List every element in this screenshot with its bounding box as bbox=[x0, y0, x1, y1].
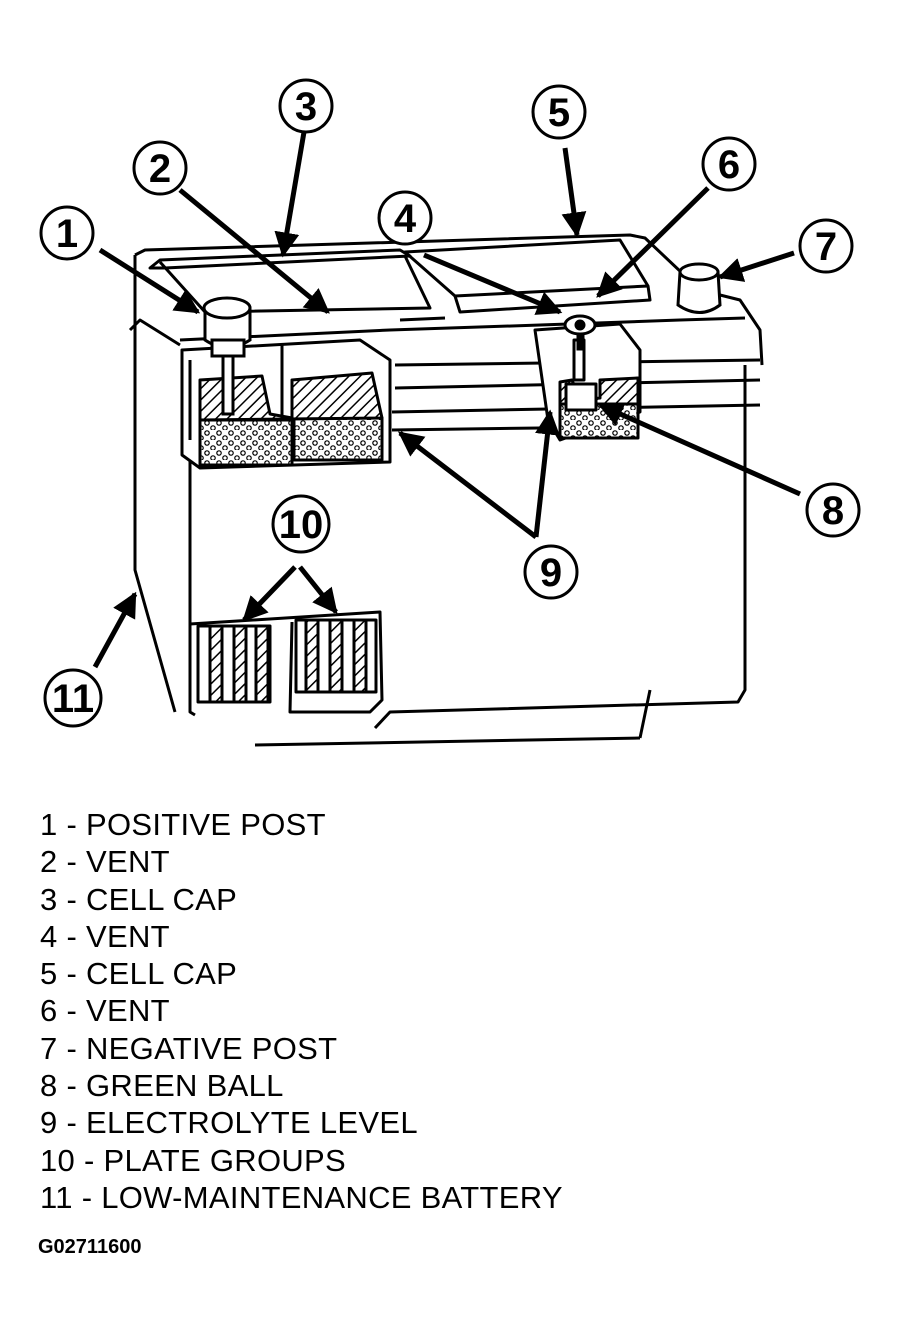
callout-2: 2 bbox=[132, 140, 188, 196]
figure-id: G02711600 bbox=[38, 1236, 142, 1258]
callout-3: 3 bbox=[278, 78, 334, 134]
callout-5-label: 5 bbox=[548, 91, 570, 135]
left-cell-cutaway bbox=[180, 338, 392, 470]
legend-item: 7 - NEGATIVE POST bbox=[40, 1030, 338, 1066]
callout-3-label: 3 bbox=[295, 85, 317, 129]
battery-diagram: 1 2 3 4 5 6 7 8 bbox=[39, 78, 861, 747]
legend-item: 6 - VENT bbox=[40, 993, 170, 1029]
callouts: 1 2 3 4 5 6 7 8 bbox=[39, 78, 861, 728]
callout-11: 11 bbox=[43, 668, 103, 728]
legend-item: 11 - LOW-MAINTENANCE BATTERY bbox=[40, 1179, 563, 1215]
indicator-cap bbox=[563, 314, 597, 351]
callout-1-label: 1 bbox=[56, 212, 78, 256]
callout-2-label: 2 bbox=[149, 147, 171, 191]
plate-groups bbox=[188, 610, 384, 714]
callout-10-label: 10 bbox=[279, 503, 324, 547]
negative-post bbox=[676, 262, 722, 314]
legend-item: 9 - ELECTROLYTE LEVEL bbox=[40, 1105, 418, 1141]
legend-item: 1 - POSITIVE POST bbox=[40, 807, 326, 842]
callout-6-label: 6 bbox=[718, 143, 740, 187]
callout-8: 8 bbox=[805, 482, 861, 538]
callout-9: 9 bbox=[523, 544, 579, 600]
callout-7-label: 7 bbox=[815, 225, 837, 269]
legend-item: 8 - GREEN BALL bbox=[40, 1068, 284, 1104]
legend-item: 5 - CELL CAP bbox=[40, 956, 238, 992]
callout-10: 10 bbox=[271, 494, 331, 554]
positive-post bbox=[202, 296, 252, 416]
callout-4-label: 4 bbox=[394, 197, 417, 241]
legend-item: 4 - VENT bbox=[40, 918, 170, 954]
legend-item: 3 - CELL CAP bbox=[40, 881, 238, 917]
callout-8-label: 8 bbox=[822, 489, 844, 533]
callout-9-label: 9 bbox=[540, 551, 562, 595]
callout-7: 7 bbox=[798, 218, 854, 274]
legend-item: 2 - VENT bbox=[40, 844, 170, 880]
legend-list: 1 - POSITIVE POST 2 - VENT 3 - CELL CAP … bbox=[40, 806, 563, 1216]
legend-item: 10 - PLATE GROUPS bbox=[40, 1142, 347, 1178]
callout-11-label: 11 bbox=[52, 677, 94, 721]
leader-arrows bbox=[92, 131, 802, 669]
callout-4: 4 bbox=[377, 190, 433, 246]
callout-1: 1 bbox=[39, 205, 95, 261]
callout-5: 5 bbox=[531, 84, 587, 140]
callout-6: 6 bbox=[701, 136, 757, 192]
